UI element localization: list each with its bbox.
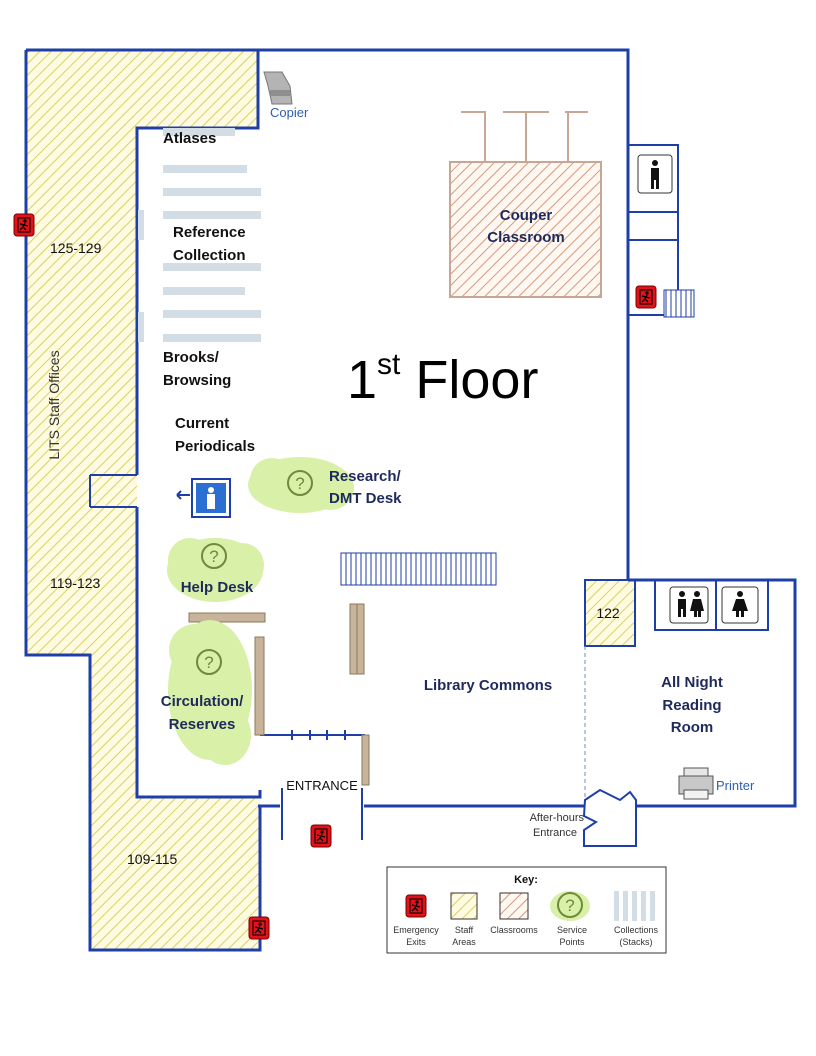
atlases-label: Atlases bbox=[163, 130, 216, 147]
restroom-icon bbox=[637, 154, 673, 194]
research-label-2: DMT Desk bbox=[329, 490, 402, 507]
legend-stacks-swatch bbox=[614, 891, 655, 921]
after-hours-door bbox=[582, 788, 637, 847]
couper-label-1: Couper bbox=[500, 207, 553, 224]
legend-emergency-label-2: Exits bbox=[406, 937, 426, 947]
restroom-icon bbox=[721, 586, 759, 624]
rooms-119-123-label: 119-123 bbox=[50, 575, 101, 591]
legend-service-label-2: Points bbox=[559, 937, 585, 947]
all-night-label-3: Room bbox=[671, 719, 714, 736]
brooks-label-2: Browsing bbox=[163, 372, 231, 389]
research-label-1: Research/ bbox=[329, 468, 402, 485]
circulation-label-1: Circulation/ bbox=[161, 693, 244, 710]
staff-room-122 bbox=[584, 579, 636, 647]
legend-classroom-swatch bbox=[499, 892, 529, 920]
help-desk-label: Help Desk bbox=[181, 579, 254, 596]
svg-text:1st Floor: 1st Floor bbox=[347, 348, 538, 410]
legend: Key: Emergency Exits Staff Areas Classro… bbox=[386, 866, 667, 954]
elevator-icon bbox=[176, 478, 231, 518]
legend-collections-label-1: Collections bbox=[614, 925, 659, 935]
circulation-label-2: Reserves bbox=[169, 716, 236, 733]
rooms-125-129-label: 125-129 bbox=[50, 240, 102, 256]
staff-offices-label: LITS Staff Offices bbox=[46, 350, 62, 459]
after-hours-label-2: Entrance bbox=[533, 827, 577, 839]
printer-icon bbox=[678, 767, 714, 800]
entrance-vestibule bbox=[260, 730, 365, 840]
copier-label: Copier bbox=[270, 105, 309, 120]
couper-classroom bbox=[449, 161, 602, 298]
couper-classroom-antennas bbox=[461, 111, 588, 162]
service-cloud-help bbox=[167, 538, 264, 602]
emergency-exit-icon bbox=[310, 824, 332, 848]
couper-label-2: Classroom bbox=[487, 229, 565, 246]
periodicals-label-2: Periodicals bbox=[175, 438, 255, 455]
brooks-label-1: Brooks/ bbox=[163, 349, 220, 366]
emergency-exit-icon bbox=[405, 894, 427, 918]
stairs-east bbox=[663, 289, 695, 318]
entrance-label: ENTRANCE bbox=[286, 778, 358, 793]
staff-area-west bbox=[26, 50, 260, 950]
commons-stacks-striped bbox=[340, 552, 497, 586]
all-night-label-2: Reading bbox=[662, 697, 721, 714]
legend-staff-swatch bbox=[450, 892, 478, 920]
all-night-label-1: All Night bbox=[661, 674, 723, 691]
desks bbox=[188, 603, 370, 786]
emergency-exit-icon bbox=[635, 285, 657, 309]
rooms-109-115-label: 109-115 bbox=[127, 851, 178, 867]
reference-label-1: Reference bbox=[173, 224, 246, 241]
legend-staff-label-1: Staff bbox=[455, 925, 474, 935]
legend-classrooms-label: Classrooms bbox=[490, 925, 538, 935]
emergency-exit-icon bbox=[248, 916, 270, 940]
room-122-label: 122 bbox=[596, 605, 620, 621]
library-commons-label: Library Commons bbox=[424, 677, 552, 694]
stacks bbox=[138, 128, 261, 342]
legend-staff-label-2: Areas bbox=[452, 937, 476, 947]
legend-service-label-1: Service bbox=[557, 925, 587, 935]
emergency-exit-icon bbox=[13, 213, 35, 237]
legend-title: Key: bbox=[514, 874, 538, 886]
restroom-wing-east bbox=[628, 144, 679, 316]
after-hours-label-1: After-hours bbox=[530, 812, 585, 824]
legend-collections-label-2: (Stacks) bbox=[619, 937, 652, 947]
reference-label-2: Collection bbox=[173, 247, 246, 264]
copier-icon bbox=[263, 71, 293, 105]
periodicals-label-1: Current bbox=[175, 415, 229, 432]
restroom-wing-south bbox=[654, 580, 769, 631]
legend-emergency-label-1: Emergency bbox=[393, 925, 439, 935]
printer-label: Printer bbox=[716, 778, 755, 793]
restroom-icon bbox=[669, 586, 709, 624]
floor-title: 1st Floor bbox=[347, 348, 538, 410]
